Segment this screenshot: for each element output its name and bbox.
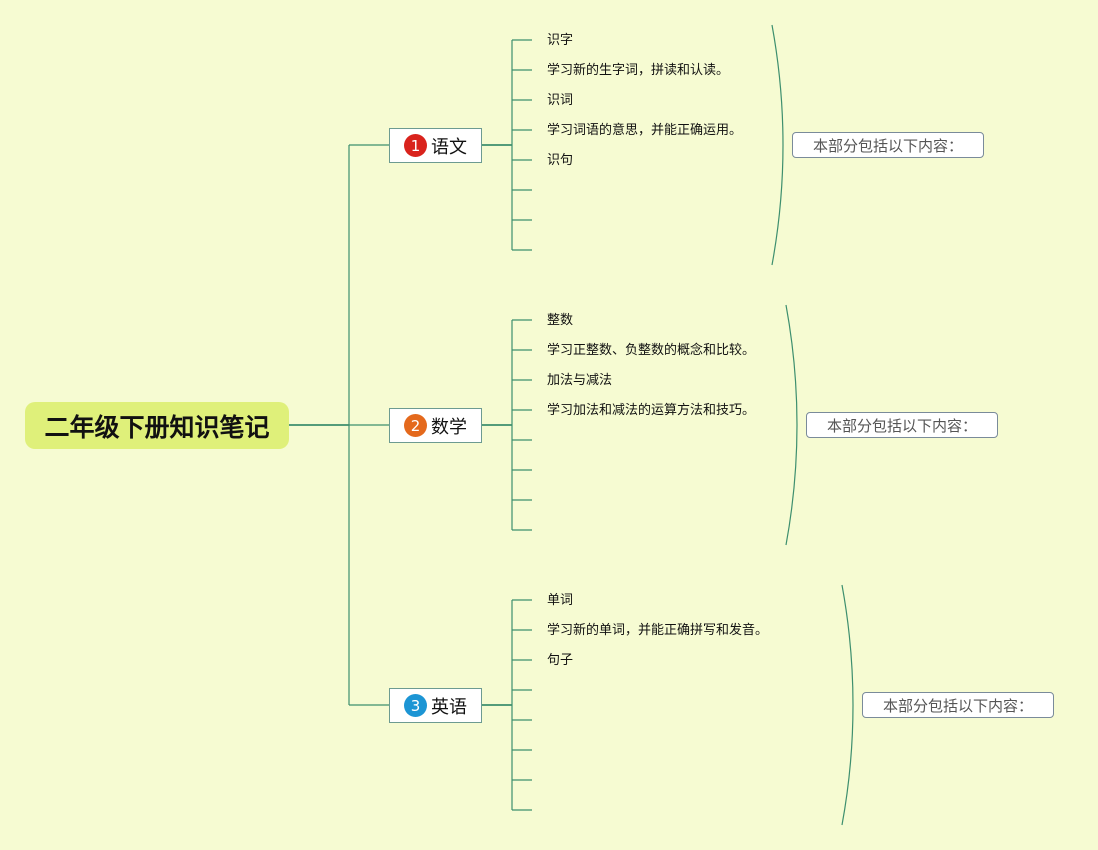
number-badge-icon: 3	[404, 694, 427, 717]
leaf-topic[interactable]: 加法与减法	[547, 373, 613, 388]
subject-topic-math[interactable]: 2 数学	[389, 408, 482, 443]
leaf-topic[interactable]: 学习新的生字词，拼读和认读。	[547, 63, 730, 78]
leaf-topic[interactable]: 学习加法和减法的运算方法和技巧。	[547, 403, 756, 418]
summary-brace-line	[841, 584, 854, 826]
leaf-topic[interactable]: 句子	[547, 653, 574, 668]
summary-brace-line	[785, 304, 798, 546]
leaf-topic[interactable]: 学习新的单词，并能正确拼写和发音。	[547, 623, 769, 638]
root-topic-label: 二年级下册知识笔记	[44, 412, 270, 442]
number-badge-icon: 2	[404, 414, 427, 437]
leaf-topic[interactable]: 单词	[547, 593, 574, 608]
leaf-topic[interactable]: 整数	[547, 313, 574, 328]
leaf-topic[interactable]: 学习词语的意思，并能正确运用。	[547, 123, 743, 138]
summary-topic[interactable]: 本部分包括以下内容：	[806, 412, 998, 438]
leaf-topic[interactable]: 识字	[547, 33, 574, 48]
leaf-topic[interactable]: 识词	[547, 93, 574, 108]
subject-label: 英语	[431, 696, 467, 718]
leaf-topic[interactable]: 识句	[547, 153, 574, 168]
summary-brace-line	[771, 24, 784, 266]
leaf-topic[interactable]: 学习正整数、负整数的概念和比较。	[547, 343, 756, 358]
root-topic[interactable]: 二年级下册知识笔记	[25, 402, 289, 449]
subject-label: 语文	[431, 136, 467, 158]
subject-label: 数学	[431, 416, 467, 438]
number-badge-icon: 1	[404, 134, 427, 157]
subject-topic-english[interactable]: 3 英语	[389, 688, 482, 723]
subject-topic-chinese[interactable]: 1 语文	[389, 128, 482, 163]
summary-topic[interactable]: 本部分包括以下内容：	[792, 132, 984, 158]
summary-topic[interactable]: 本部分包括以下内容：	[862, 692, 1054, 718]
